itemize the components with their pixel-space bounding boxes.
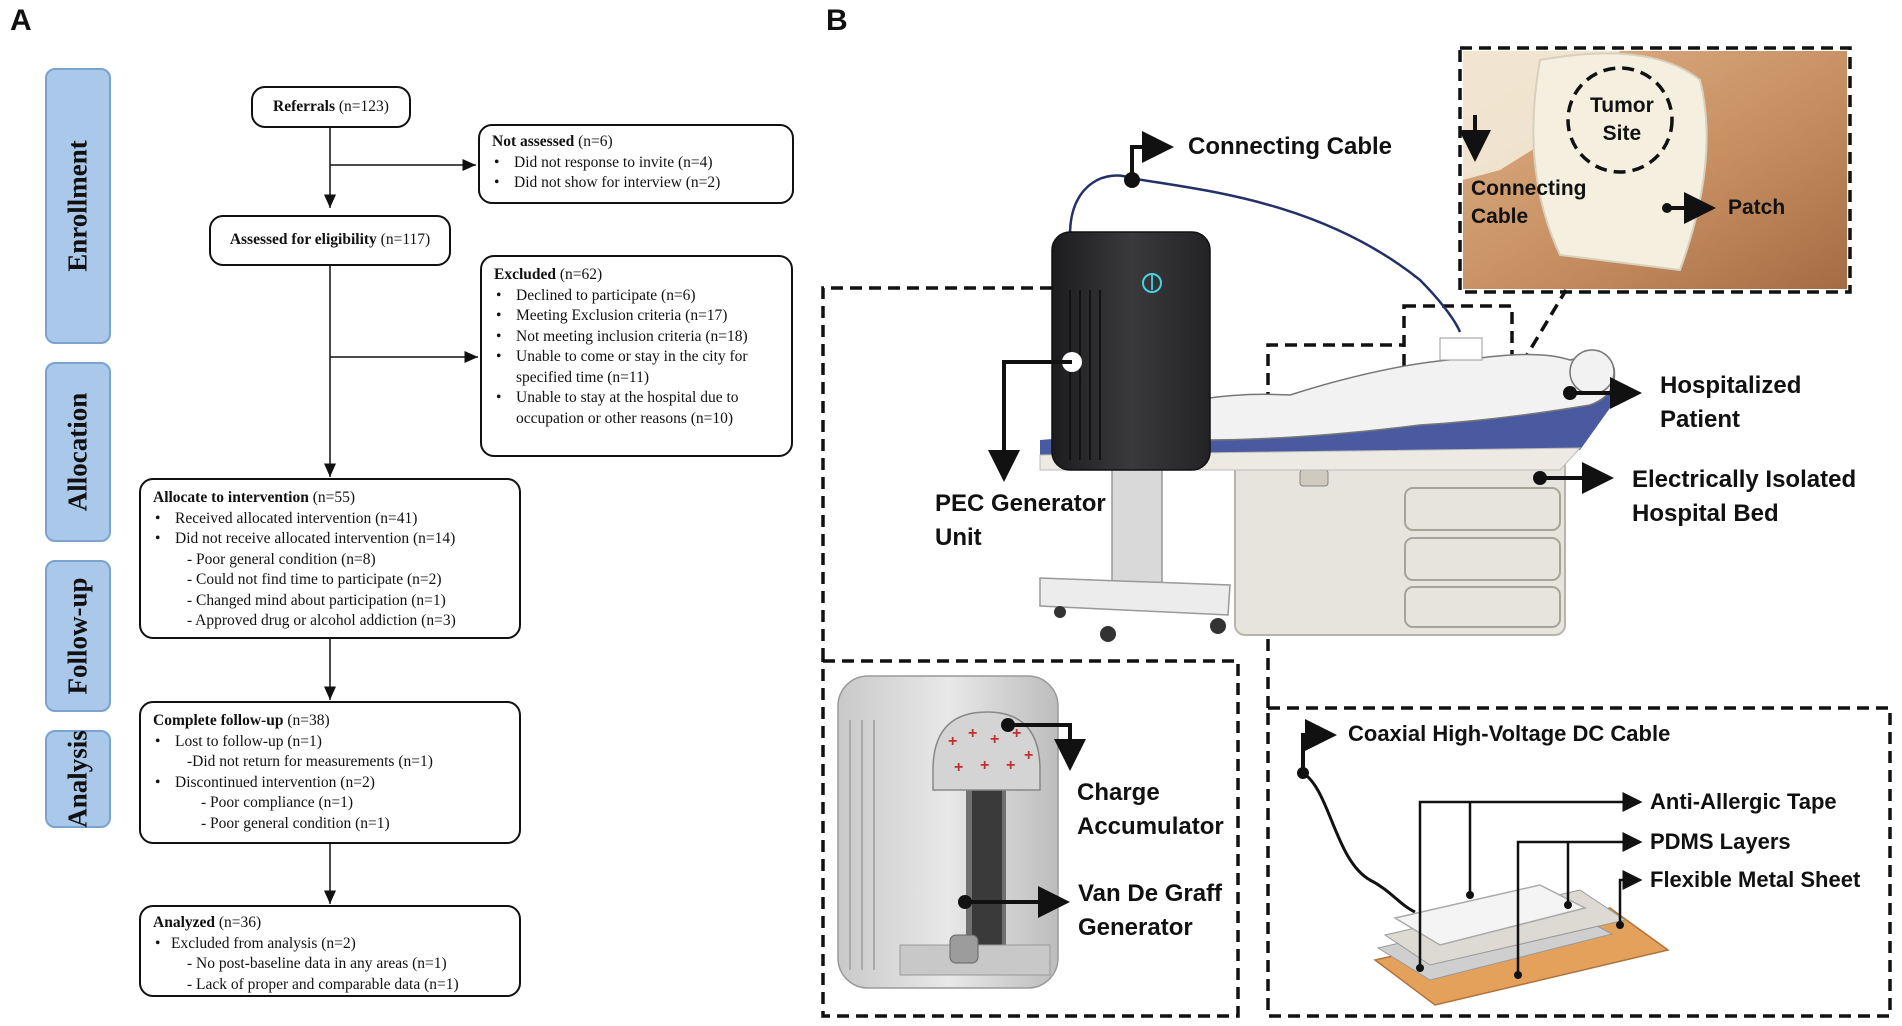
svg-text:+: + [980,757,989,774]
svg-text:+: + [1024,747,1033,764]
stage-follow-up: Follow-up [45,560,111,712]
list-item: Did not show for interview (n=2) [492,173,780,194]
svg-text:+: + [990,731,999,748]
flow-connectors [324,128,478,904]
pdms-layers-label: PDMS Layers [1650,829,1791,854]
list-item: Excluded from analysis (n=2) [153,934,507,955]
generator-frame [821,286,1052,661]
not-assessed-box: Not assessed (n=6) Did not response to i… [478,124,794,204]
list-item: Not meeting inclusion criteria (n=18) [494,327,779,348]
list-item: -Did not return for measurements (n=1) [187,753,433,770]
followup-box: Complete follow-up (n=38) Lost to follow… [139,701,521,844]
list-item: Unable to come or stay in the city for [494,347,779,368]
connecting-cable [1068,174,1462,333]
list-item: Declined to participate (n=6) [494,286,779,307]
metal-sheet-label: Flexible Metal Sheet [1650,867,1861,892]
list-item: Discontinued intervention (n=2) [153,773,507,794]
svg-text:+: + [1006,757,1015,774]
charge-accumulator-dome [932,711,1041,791]
list-item: specified time (n=11) [516,368,649,386]
svg-text:+: + [1012,725,1021,742]
stage-enrollment: Enrollment [45,68,111,344]
vdg-frame [821,659,1240,1018]
svg-text:+: + [968,725,977,742]
referrals-box: Referrals (n=123) [251,86,411,128]
anti-allergic-tape-label: Anti-Allergic Tape [1650,789,1837,814]
tumor-site-marker [1566,66,1674,174]
list-item: - Could not find time to participate (n=… [187,571,442,588]
allocation-box: Allocate to intervention (n=55) Received… [139,478,521,639]
vdg-body [837,675,1059,989]
patch-on-patient [1439,337,1483,361]
list-item: Received allocated intervention (n=41) [153,509,507,530]
svg-text:ꟾ: ꟾ [1149,273,1154,294]
pec-generator-base [1039,577,1231,616]
assessed-box: Assessed for eligibility (n=117) [209,215,451,266]
list-item: - No post-baseline data in any areas (n=… [187,955,447,972]
list-item: Lost to follow-up (n=1) [153,732,507,753]
anti-allergic-tape [1393,884,1588,946]
stage-analysis: Analysis [45,730,111,828]
connecting-cable-label: Connecting Cable [1188,133,1393,160]
patch-label: Patch [1728,196,1786,219]
list-item: - Poor general condition (n=8) [187,550,376,568]
svg-text:+: + [954,759,963,776]
list-item: Did not receive allocated intervention (… [153,529,507,550]
list-item: - Lack of proper and comparable data (n=… [187,975,459,993]
excluded-box: Excluded (n=62) Declined to participate … [480,255,793,457]
list-item: occupation or other reasons (n=10) [516,409,734,427]
list-item: - Poor general condition (n=1) [201,814,390,832]
list-item: - Poor compliance (n=1) [201,794,354,811]
panel-label-b: B [826,4,848,37]
photo-patch [1532,52,1708,272]
patch-detail-frame [1266,706,1892,1018]
list-item: - Changed mind about participation (n=1) [187,591,446,609]
pec-generator-body [1051,231,1211,471]
list-item: - Approved drug or alcohol addiction (n=… [187,612,456,629]
panel-label-a: A [10,4,32,37]
list-item: Unable to stay at the hospital due to [494,388,779,409]
svg-text:+: + [948,733,957,750]
coax-cable-label: Coaxial High-Voltage DC Cable [1348,721,1671,746]
coax-cable [1302,771,1416,914]
list-item: Did not response to invite (n=4) [492,153,780,174]
photo-frame [1458,46,1852,294]
stage-allocation: Allocation [45,362,111,542]
analysis-box: Analyzed (n=36) Excluded from analysis (… [139,905,521,997]
list-item: Meeting Exclusion criteria (n=17) [494,306,779,327]
